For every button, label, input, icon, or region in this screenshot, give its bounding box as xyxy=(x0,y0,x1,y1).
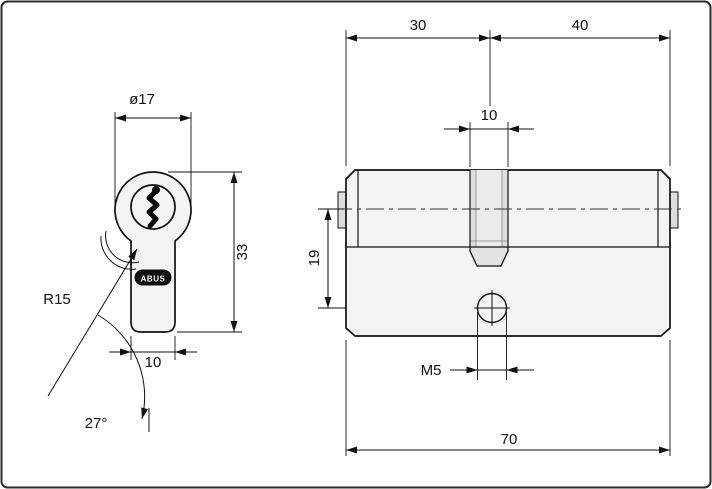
dim-screw-thread: M5 xyxy=(421,312,534,380)
dim-axis-to-screw-label: 19 xyxy=(306,250,323,267)
angle-arc xyxy=(97,314,148,420)
abus-logo-label: ABUS xyxy=(141,275,166,284)
screw-hole xyxy=(474,290,510,326)
left-plug-tab xyxy=(337,191,347,229)
radius-arc-outer xyxy=(105,230,140,264)
dim-height-label: 33 xyxy=(234,244,251,261)
dim-body-width-label: 10 xyxy=(145,354,162,371)
dim-diameter: ø17 xyxy=(114,91,192,205)
radius-leader-line xyxy=(47,248,138,397)
cylinder-profile-outline xyxy=(114,171,192,333)
dim-body-width: 10 xyxy=(109,336,197,371)
dim-cam-width-label: 10 xyxy=(481,107,498,124)
cam-lobe xyxy=(469,246,509,267)
dim-total-length-label: 70 xyxy=(501,431,518,448)
abus-logo-pill xyxy=(134,269,172,286)
radius-arc-inner xyxy=(100,235,137,270)
dim-cam-width: 10 xyxy=(444,107,534,167)
keyway-icon xyxy=(146,186,160,229)
cylinder-front-view: ABUS ø17 33 10 xyxy=(43,91,251,432)
dim-angle-label: 27° xyxy=(85,415,108,432)
dim-diameter-label: ø17 xyxy=(129,91,155,108)
dim-sections: 30 40 xyxy=(345,17,671,166)
dim-axis-to-screw: 19 xyxy=(306,208,346,309)
right-plug-tab xyxy=(669,191,679,229)
dim-total-length: 70 xyxy=(345,340,671,456)
keyway-zigzag xyxy=(146,188,160,229)
dim-radius: R15 xyxy=(43,248,138,397)
dim-left-section-label: 30 xyxy=(410,17,427,34)
plug-circle xyxy=(130,184,176,230)
dim-angle: 27° xyxy=(85,314,150,432)
abus-logo: ABUS xyxy=(134,269,172,286)
cylinder-body-outline xyxy=(345,169,671,337)
dim-screw-thread-label: M5 xyxy=(421,362,442,379)
dim-radius-label: R15 xyxy=(43,291,71,308)
dim-right-section-label: 40 xyxy=(572,17,589,34)
cylinder-side-view: 30 40 10 19 M5 xyxy=(306,17,684,456)
dim-height: 33 xyxy=(168,171,251,333)
